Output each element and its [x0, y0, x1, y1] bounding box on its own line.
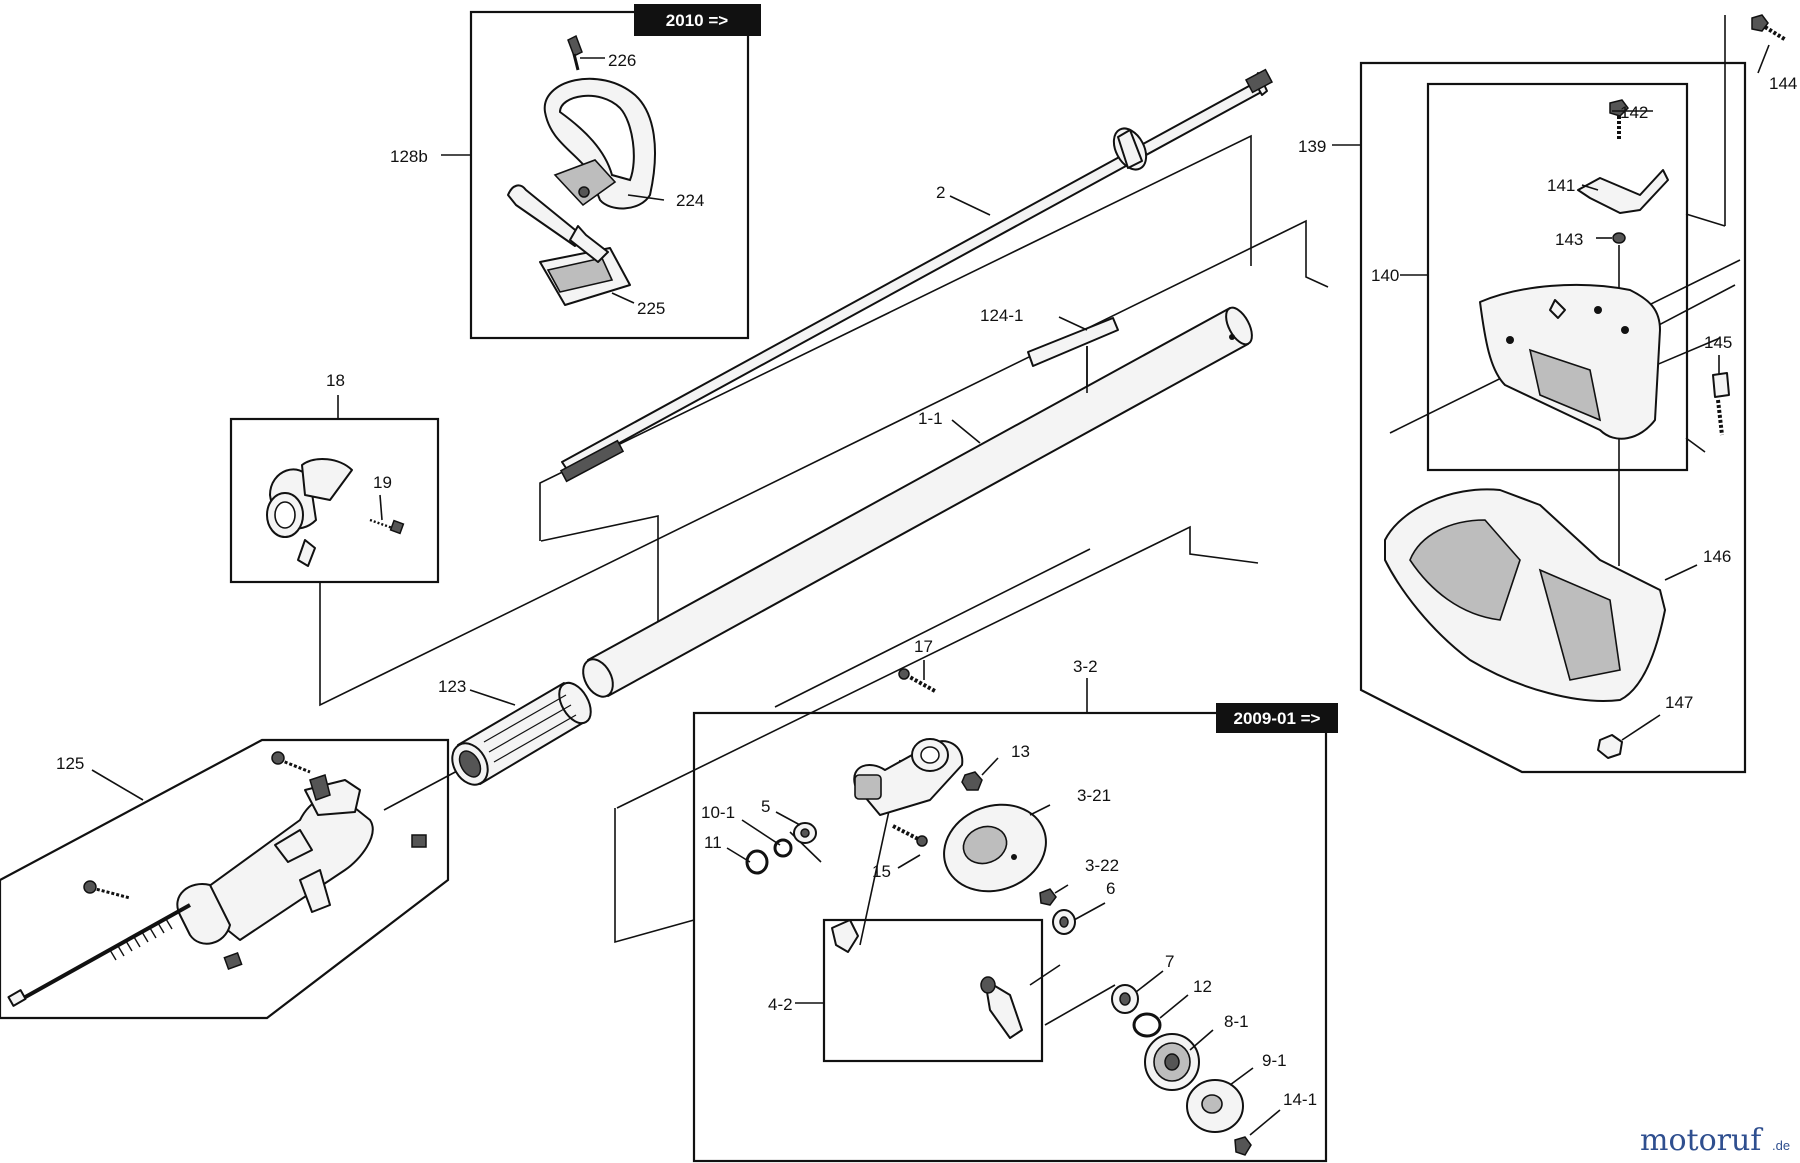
frame-handle-2010: 2010 =>	[469, 4, 761, 340]
label-124-1: 124-1	[980, 306, 1023, 325]
shaft-tube	[582, 306, 1253, 698]
label-140: 140	[1371, 266, 1399, 285]
label-3-21: 3-21	[1077, 786, 1111, 805]
label-15: 15	[872, 862, 891, 881]
label-224: 224	[676, 191, 704, 210]
label-13: 13	[1011, 742, 1030, 761]
label-4-2: 4-2	[768, 995, 793, 1014]
label-3-2: 3-2	[1073, 657, 1098, 676]
label-145: 145	[1704, 333, 1732, 352]
badge-2009-01: 2009-01 =>	[1234, 709, 1321, 728]
frame-throttle-housing	[0, 738, 450, 1020]
label-8-1: 8-1	[1224, 1012, 1249, 1031]
label-1-1: 1-1	[918, 409, 943, 428]
label-144: 144	[1769, 74, 1797, 93]
pipe-clamp	[266, 458, 405, 567]
label-17: 17	[914, 637, 933, 656]
drive-shaft	[559, 68, 1274, 483]
label-142: 142	[1620, 103, 1648, 122]
label-5: 5	[761, 797, 770, 816]
label-3-22: 3-22	[1085, 856, 1119, 875]
label-146: 146	[1703, 547, 1731, 566]
watermark-brand: motoruf	[1640, 1123, 1763, 1158]
frame-pipe-clamp	[229, 417, 440, 584]
label-125: 125	[56, 754, 84, 773]
label-14-1: 14-1	[1283, 1090, 1317, 1109]
label-19: 19	[373, 473, 392, 492]
label-7: 7	[1165, 952, 1174, 971]
label-147: 147	[1665, 693, 1693, 712]
label-139: 139	[1298, 137, 1326, 156]
label-11: 11	[704, 833, 722, 852]
frame-gearbox: 2009-01 =>	[692, 703, 1338, 1163]
label-6: 6	[1106, 879, 1115, 898]
grip-sleeve	[451, 681, 592, 786]
label-128b: 128b	[390, 147, 428, 166]
label-143: 143	[1555, 230, 1583, 249]
label-141: 141	[1547, 176, 1575, 195]
watermark-suffix: .de	[1772, 1138, 1790, 1153]
frame-guard	[1359, 61, 1747, 774]
label-2: 2	[936, 183, 945, 202]
label-9-1: 9-1	[1262, 1051, 1287, 1070]
loop-handle	[507, 34, 656, 306]
label-123: 123	[438, 677, 466, 696]
label-12: 12	[1193, 977, 1212, 996]
label-225: 225	[637, 299, 665, 318]
gearbox-assembly	[745, 668, 1252, 1156]
guard-assembly	[1384, 14, 1788, 759]
part-labels: 226 128b 224 225 2 124-1 1-1 18 19 123 1…	[56, 51, 1797, 1109]
watermark-logo: motoruf .de	[1640, 1123, 1790, 1158]
label-18: 18	[326, 371, 345, 390]
label-10-1: 10-1	[701, 803, 735, 822]
label-226: 226	[608, 51, 636, 70]
badge-2010: 2010 =>	[666, 11, 728, 30]
throttle-housing	[7, 751, 427, 1007]
label-leaders	[91, 44, 1770, 1136]
